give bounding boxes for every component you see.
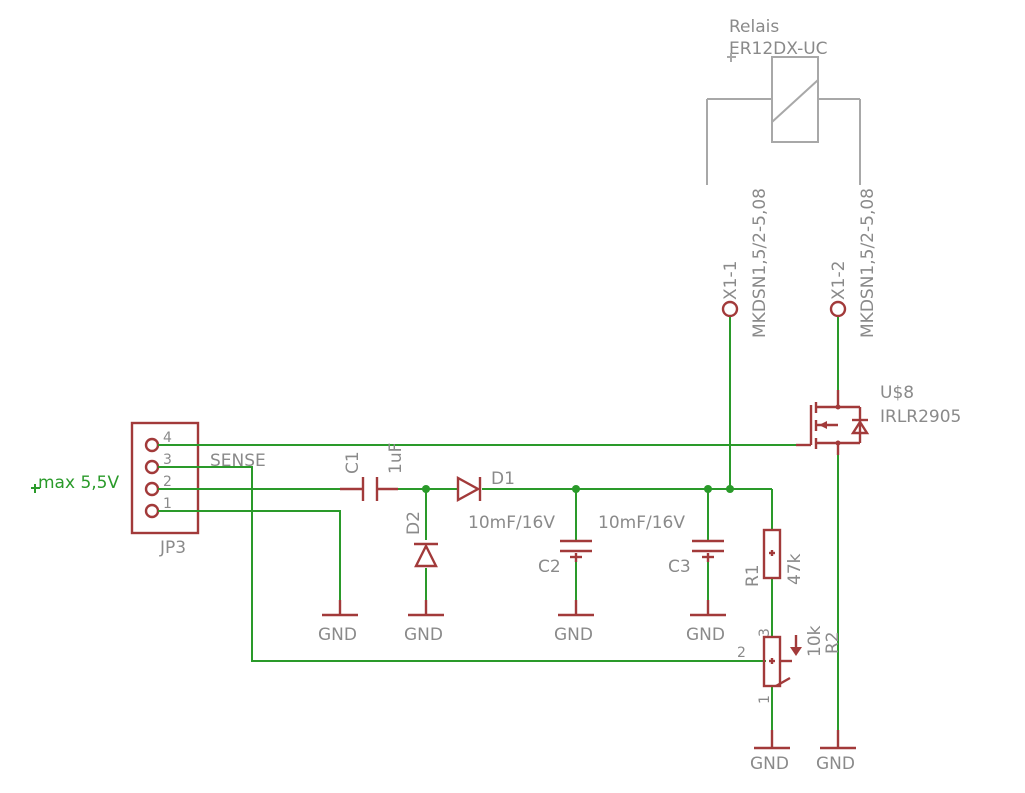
relay-name: Relais [729,17,779,37]
r2-pin-3: 3 [757,628,773,637]
potentiometer-r2: 3 2 1 10k R2 [737,625,843,704]
mosfet-name: U$8 [880,383,914,403]
x1-1-name: X1-1 [721,261,741,300]
c1-value: 1uF [386,443,406,474]
terminal-x1-2: X1-2 MKDSN1,5/2-5,08 [829,188,878,338]
c1-name: C1 [343,451,363,474]
gnd-label: GND [554,625,593,645]
max-voltage-label: max 5,5V [38,473,119,493]
gnd-c2: GND [554,600,594,645]
x1-2-name: X1-2 [829,261,849,300]
capacitor-c2: 10mF/16V C2 [468,513,592,577]
diode-d2: D2 [404,511,438,568]
gnd-mosfet: GND [816,730,856,774]
gnd-label: GND [816,754,855,774]
gnd-label: GND [404,625,443,645]
c3-value: 10mF/16V [598,513,685,533]
gnd-r2: GND [750,730,790,774]
jp3-pin-1: 1 [163,496,172,512]
jp3-name: JP3 [159,538,186,558]
x1-2-value: MKDSN1,5/2-5,08 [858,188,878,338]
jp3-pin-3: 3 [163,452,172,468]
gnd-jp3: GND [318,600,358,645]
r2-pin-2: 2 [737,645,746,661]
r2-name: R2 [823,631,843,654]
diode-d1: D1 [456,469,515,503]
c2-name: C2 [538,557,561,577]
r1-value: 47k [785,553,805,585]
mosfet-value: IRLR2905 [880,407,961,427]
gnd-label: GND [686,625,725,645]
jp3-pin-2: 2 [163,474,172,490]
r2-value: 10k [805,625,825,657]
gnd-label: GND [750,754,789,774]
jp3-pin-4: 4 [163,430,172,446]
gnd-label: GND [318,625,357,645]
r2-pin-1: 1 [757,695,773,704]
connector-jp3: 4 3 2 1 JP3 SENSE max 5,5V [31,421,266,558]
capacitor-c3: 10mF/16V C3 [598,513,724,577]
terminal-x1-1: X1-1 MKDSN1,5/2-5,08 [721,188,770,338]
relay-value: ER12DX-UC [729,39,828,59]
relay: Relais ER12DX-UC [706,17,861,185]
gnd-c3: GND [686,600,726,645]
x1-1-value: MKDSN1,5/2-5,08 [750,188,770,338]
gnd-d2: GND [404,600,444,645]
c3-name: C3 [668,557,691,577]
gnd-symbols: GND GND GND GND GND GND [318,600,856,774]
d2-name: D2 [404,511,424,535]
r1-name: R1 [743,564,763,587]
c2-value: 10mF/16V [468,513,555,533]
relay-coil [771,56,819,143]
mosfet-u8: U$8 IRLR2905 [796,383,961,455]
d1-name: D1 [491,469,515,489]
resistor-r1: R1 47k [743,528,805,587]
capacitor-c1: C1 1uF [340,443,406,501]
